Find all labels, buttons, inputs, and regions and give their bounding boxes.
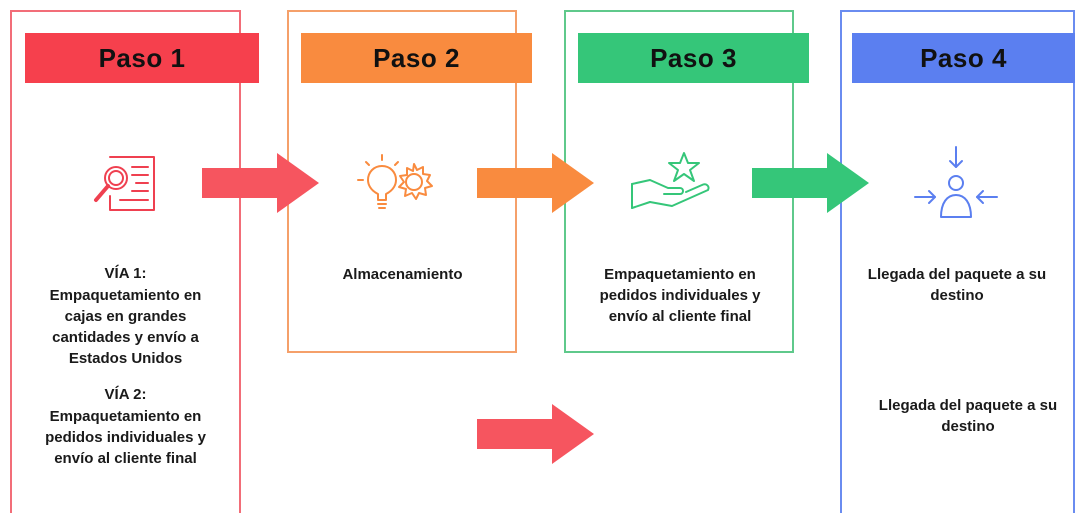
arrow-via2-bypass: [477, 404, 594, 464]
step-4-text: Llegada del paquete a su destino: [867, 266, 1047, 304]
step-1-via2-label: VÍA 2:: [104, 386, 147, 403]
step-3-title: Paso 3: [578, 33, 809, 83]
arrow-1-to-2: [202, 153, 319, 213]
step-4-title: Paso 4: [852, 33, 1075, 83]
search-document-icon: [94, 156, 155, 211]
step-1-via1-text: Empaquetamiento en cajas en grandes cant…: [49, 287, 202, 367]
step-1-title: Paso 1: [25, 33, 259, 83]
step-1-frame: [10, 10, 241, 513]
idea-gear-icon: [357, 154, 433, 209]
step-3-text: Empaquetamiento en pedidos individuales …: [599, 266, 761, 325]
hand-star-icon: [631, 152, 710, 209]
arrow-2-to-3: [477, 153, 594, 213]
step-4-frame: [840, 10, 1075, 513]
step-1-via2-text: Empaquetamiento en pedidos individuales …: [45, 408, 206, 467]
step-4-second-text: Llegada del paquete a su destino: [878, 397, 1058, 435]
arrow-3-to-4: [752, 153, 869, 213]
step-1-via1-label: VÍA 1:: [104, 265, 147, 282]
step-2-text: Almacenamiento: [342, 266, 463, 283]
person-target-icon: [914, 146, 998, 218]
step-2-title: Paso 2: [301, 33, 532, 83]
